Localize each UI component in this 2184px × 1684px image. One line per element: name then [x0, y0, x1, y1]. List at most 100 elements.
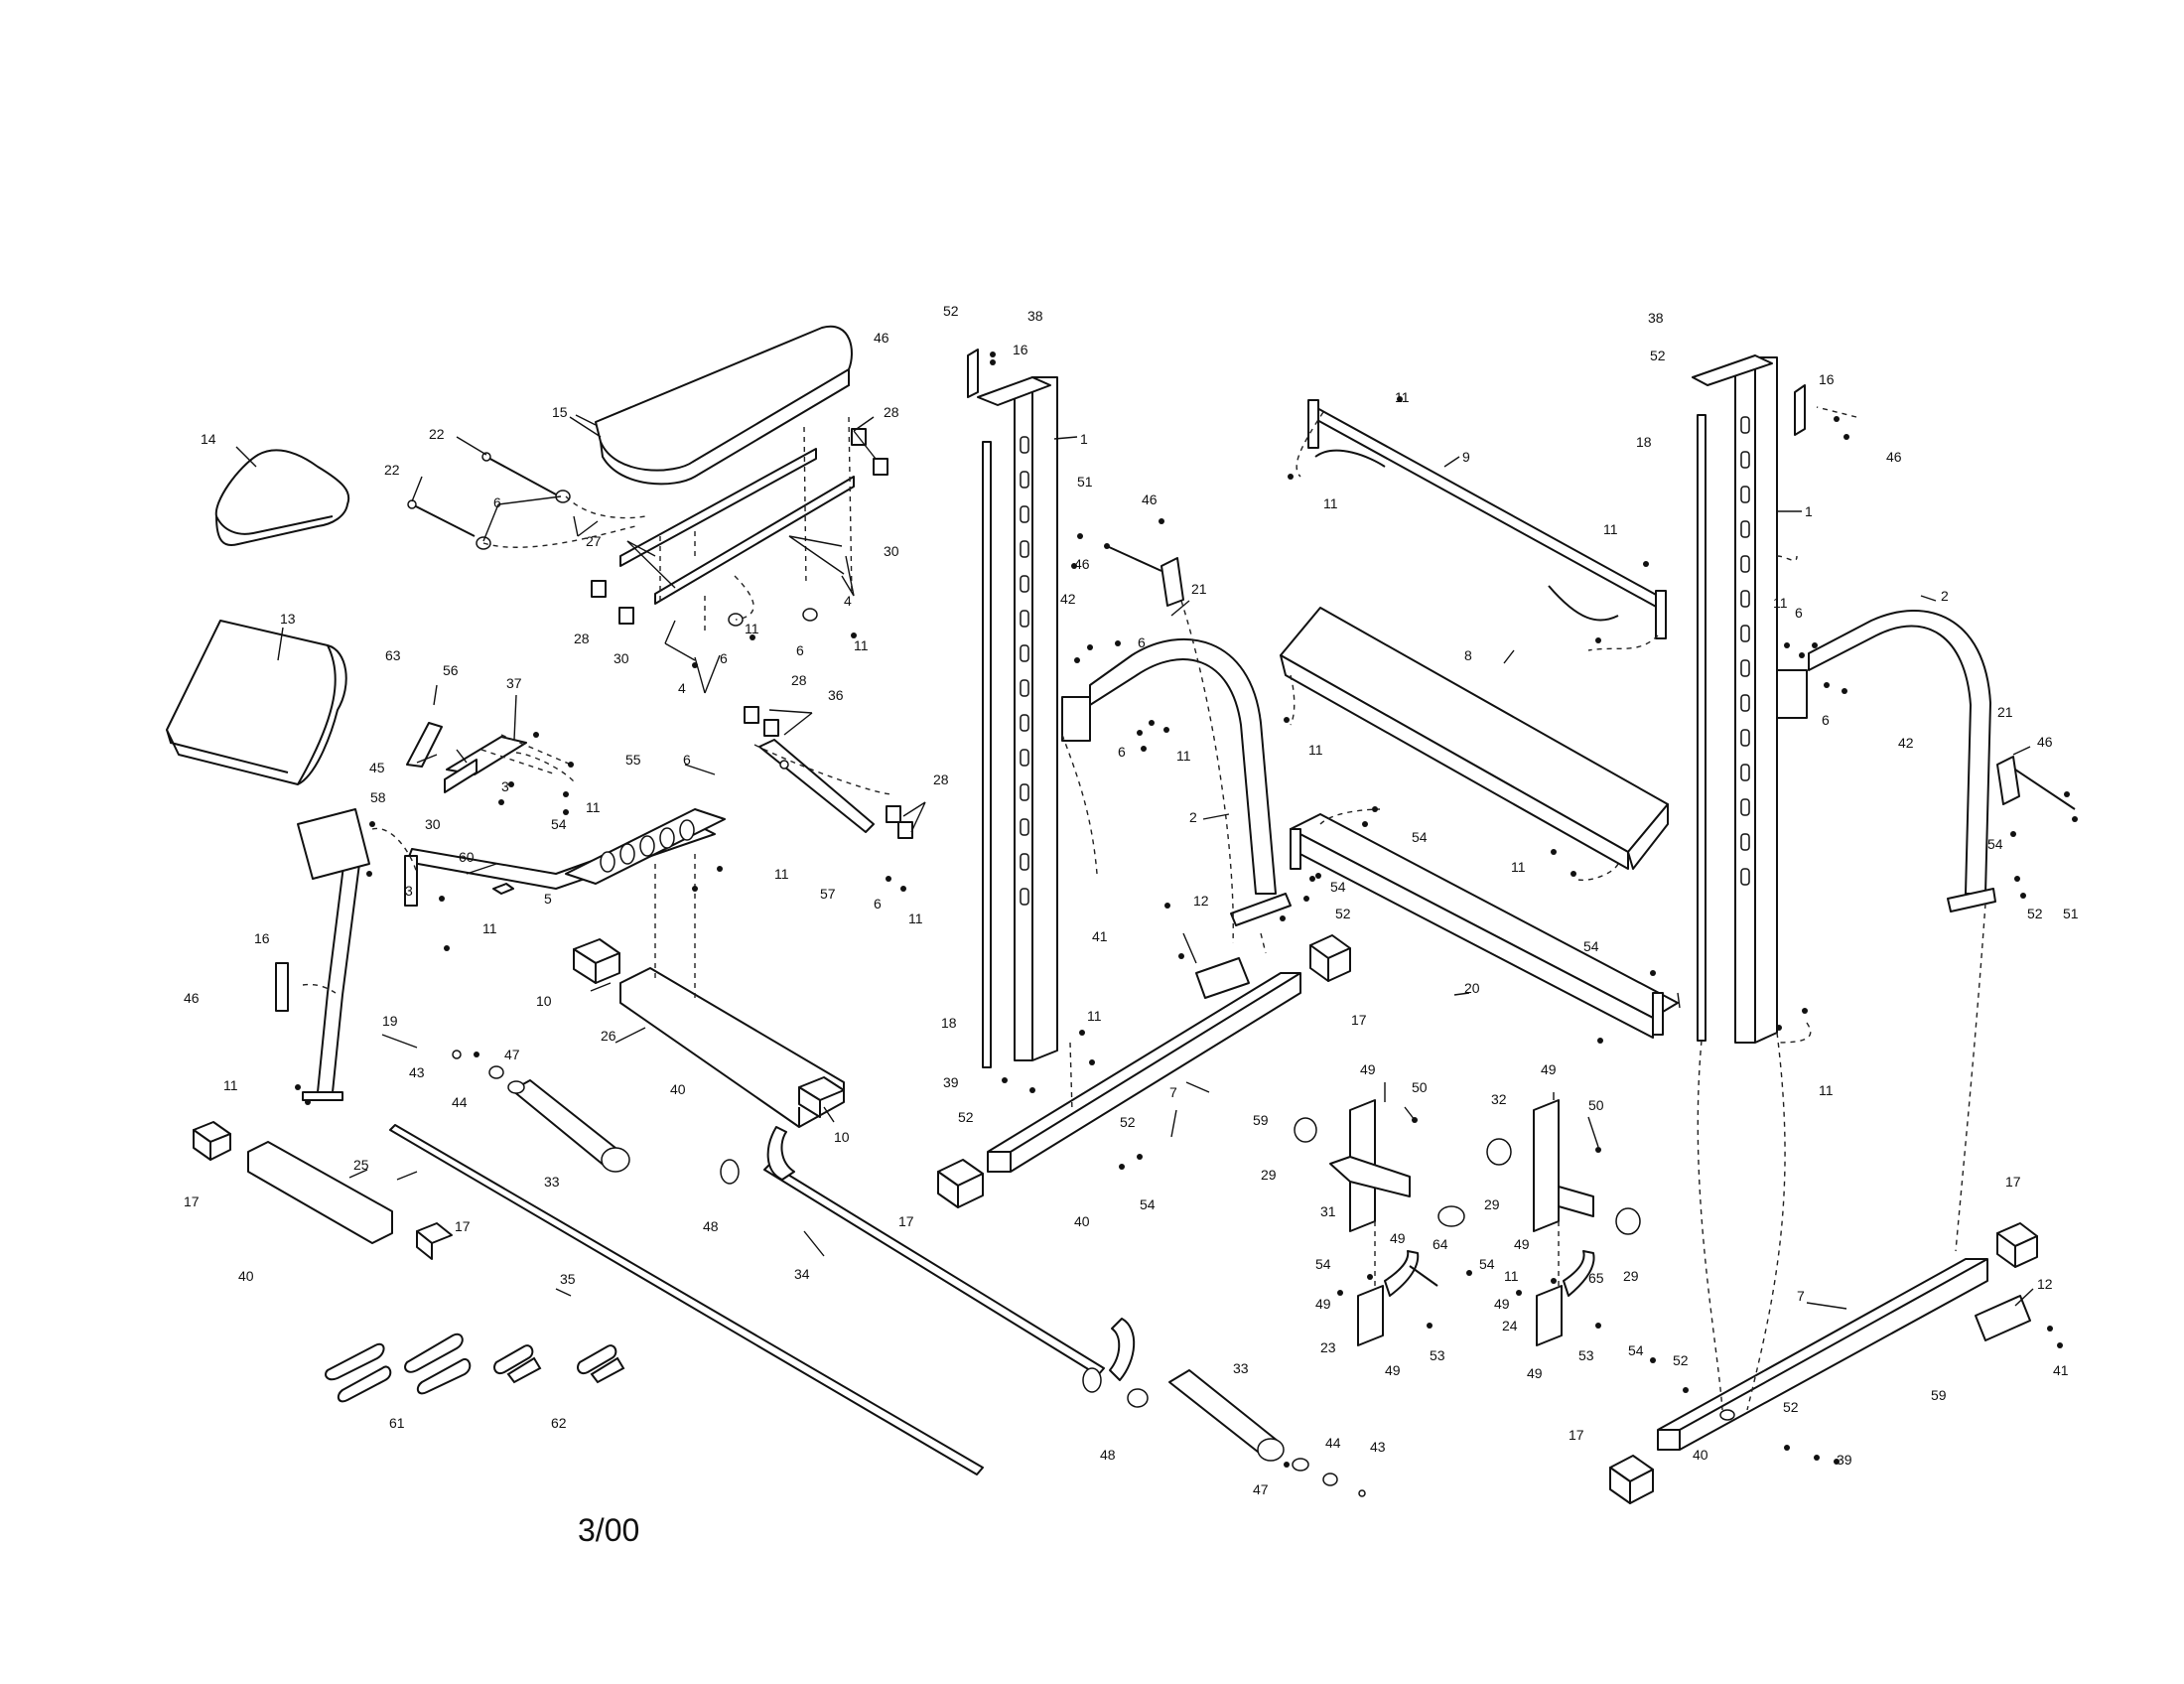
callout-22: 22: [384, 462, 400, 478]
callout-48: 48: [703, 1218, 719, 1234]
callout-11: 11: [1395, 389, 1410, 405]
callout-11: 11: [1087, 1008, 1102, 1024]
base-7-left: [987, 972, 1301, 1173]
callout-41: 41: [1092, 928, 1108, 944]
callout-28: 28: [933, 772, 949, 787]
callout-13: 13: [280, 611, 296, 627]
callout-16: 16: [1013, 342, 1028, 357]
callout-43: 43: [409, 1064, 425, 1080]
callout-51: 51: [2063, 906, 2079, 921]
callout-33: 33: [1233, 1360, 1249, 1376]
callout-5: 5: [544, 891, 552, 907]
callout-10: 10: [834, 1129, 850, 1145]
callout-54: 54: [1987, 836, 2003, 852]
callout-2: 2: [1189, 809, 1197, 825]
upright-1-right-holes: [1740, 416, 1750, 886]
callout-53: 53: [1430, 1347, 1445, 1363]
callout-49: 49: [1494, 1296, 1510, 1312]
preacher-post-19: [275, 808, 370, 1101]
callout-52: 52: [1650, 348, 1666, 363]
callout-46: 46: [874, 330, 889, 346]
callout-62: 62: [551, 1415, 567, 1431]
callout-36: 36: [828, 687, 844, 703]
callout-17: 17: [898, 1213, 914, 1229]
callout-20: 20: [1464, 980, 1480, 996]
callout-6: 6: [683, 752, 691, 768]
callout-54: 54: [551, 816, 567, 832]
callout-6: 6: [720, 650, 728, 666]
callout-29: 29: [1261, 1167, 1277, 1183]
callout-6: 6: [493, 494, 501, 510]
callout-17: 17: [455, 1218, 471, 1234]
callout-3: 3: [501, 778, 509, 794]
callout-54: 54: [1583, 938, 1599, 954]
callout-11: 11: [774, 866, 789, 882]
callout-11: 11: [223, 1077, 238, 1093]
callout-32: 32: [1491, 1091, 1507, 1107]
callout-9: 9: [1462, 449, 1470, 465]
callout-53: 53: [1578, 1347, 1594, 1363]
callout-63: 63: [385, 647, 401, 663]
callout-17: 17: [1569, 1427, 1584, 1443]
bench-tube-26: [573, 938, 845, 1128]
callout-37: 37: [506, 675, 522, 691]
bracket-37-45: [406, 722, 527, 793]
callout-40: 40: [670, 1081, 686, 1097]
callout-54: 54: [1330, 879, 1346, 895]
callout-11: 11: [1603, 521, 1618, 537]
callout-60: 60: [459, 849, 475, 865]
callout-21: 21: [1191, 581, 1207, 597]
callout-55: 55: [625, 752, 641, 768]
callout-39: 39: [1837, 1452, 1852, 1468]
bolts-22: [407, 452, 557, 537]
callout-14: 14: [201, 431, 216, 447]
bracket-21-right: [1996, 756, 2076, 810]
callout-17: 17: [1351, 1012, 1367, 1028]
callout-51: 51: [1077, 474, 1093, 490]
callout-58: 58: [370, 789, 386, 805]
callout-52: 52: [1120, 1114, 1136, 1130]
callout-6: 6: [1822, 712, 1830, 728]
plate-16-right: [1794, 384, 1806, 436]
callout-11: 11: [586, 799, 601, 815]
callout-22: 22: [429, 426, 445, 442]
seat-pad-14: [214, 449, 350, 546]
callout-47: 47: [504, 1047, 520, 1062]
weight-sleeve-33-left: [452, 1050, 630, 1173]
callout-40: 40: [1693, 1447, 1708, 1463]
callout-6: 6: [1118, 744, 1126, 760]
callout-56: 56: [443, 662, 459, 678]
callout-46: 46: [2037, 734, 2053, 750]
callout-39: 39: [943, 1074, 959, 1090]
callout-17: 17: [2005, 1174, 2021, 1190]
callout-57: 57: [820, 886, 836, 902]
sleeve-32: [1486, 1099, 1641, 1235]
callout-52: 52: [1783, 1399, 1799, 1415]
assembly-lines: [302, 406, 1986, 1411]
callout-30: 30: [425, 816, 441, 832]
callout-3: 3: [405, 883, 413, 899]
callout-46: 46: [1142, 491, 1158, 507]
callout-23: 23: [1320, 1339, 1336, 1355]
callout-49: 49: [1360, 1061, 1376, 1077]
arm-2-left: [1061, 637, 1292, 926]
callout-54: 54: [1315, 1256, 1331, 1272]
callout-59: 59: [1931, 1387, 1947, 1403]
callout-11: 11: [908, 911, 923, 926]
plate-12-right: [1975, 1295, 2031, 1341]
callout-28: 28: [884, 404, 899, 420]
callout-27: 27: [586, 533, 602, 549]
callout-52: 52: [943, 303, 959, 319]
plate-16-left: [967, 349, 979, 398]
callout-11: 11: [745, 621, 759, 636]
callout-29: 29: [1623, 1268, 1639, 1284]
callout-59: 59: [1253, 1112, 1269, 1128]
arm-2-right: [1776, 610, 1996, 912]
callout-1: 1: [1805, 503, 1813, 519]
callout-46: 46: [1886, 449, 1902, 465]
callout-11: 11: [1511, 859, 1526, 875]
callout-65: 65: [1588, 1270, 1604, 1286]
callout-11: 11: [1773, 595, 1788, 611]
callout-11: 11: [1819, 1082, 1834, 1098]
callout-50: 50: [1588, 1097, 1604, 1113]
